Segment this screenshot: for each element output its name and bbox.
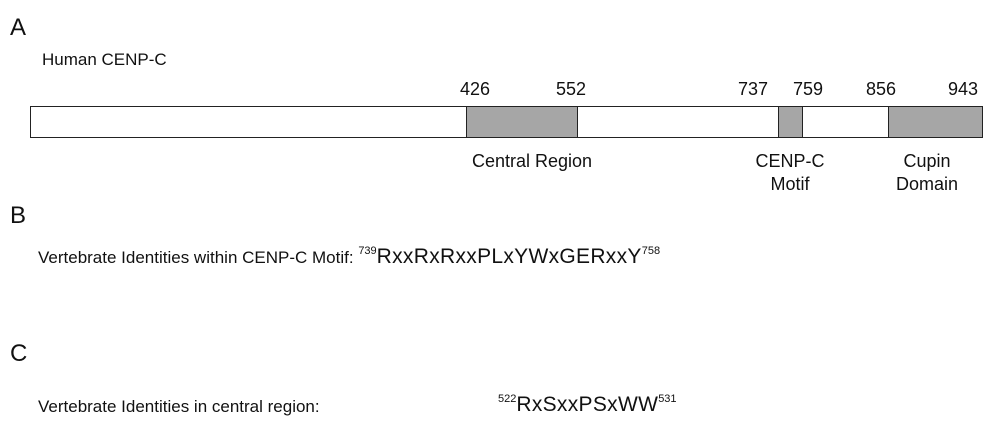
panel-b-end-position: 758 xyxy=(641,245,661,257)
cupin-domain-label-line-1: Cupin xyxy=(903,151,951,171)
panel-c-sequence: 522RxSxxPSxWW531 xyxy=(498,393,677,417)
position-label-737: 737 xyxy=(738,79,769,99)
cenp-c-motif-label-line-1: CENP-C xyxy=(755,151,825,171)
panel-c-letter: C xyxy=(10,340,28,367)
cenp-c-motif-box xyxy=(778,105,803,138)
protein-name: Human CENP-C xyxy=(42,50,167,69)
panel-a-letter: A xyxy=(10,14,27,41)
panel-c-motif: RxSxxPSxWW xyxy=(516,393,659,416)
position-label-943: 943 xyxy=(948,79,979,99)
panel-c-text: Vertebrate Identities in central region: xyxy=(38,397,320,416)
cupin-domain-label: Cupin Domain xyxy=(877,150,977,196)
central-region-box xyxy=(466,105,578,138)
central-region-label: Central Region xyxy=(456,150,608,173)
protein-bar xyxy=(30,105,983,138)
position-label-552: 552 xyxy=(556,79,587,99)
panel-b-text: Vertebrate Identities within CENP-C Moti… xyxy=(38,248,354,267)
panel-b-start-position: 739 xyxy=(358,245,377,257)
panel-c-end-position: 531 xyxy=(658,393,677,405)
panel-b-sequence-line: Vertebrate Identities within CENP-C Moti… xyxy=(38,245,660,269)
cupin-domain-label-line-2: Domain xyxy=(895,174,959,194)
cenp-c-motif-label: CENP-C Motif xyxy=(740,150,840,196)
panel-c-start-position: 522 xyxy=(498,393,517,405)
cupin-domain-box xyxy=(888,105,983,138)
panel-b-letter: B xyxy=(10,202,27,229)
position-label-856: 856 xyxy=(866,79,897,99)
position-label-759: 759 xyxy=(793,79,824,99)
panel-b-motif: RxxRxRxxPLxYWxGERxxY xyxy=(376,245,642,268)
cenp-c-motif-label-line-2: Motif xyxy=(770,174,810,194)
position-label-426: 426 xyxy=(460,79,491,99)
central-region-label-line-1: Central Region xyxy=(471,151,593,171)
